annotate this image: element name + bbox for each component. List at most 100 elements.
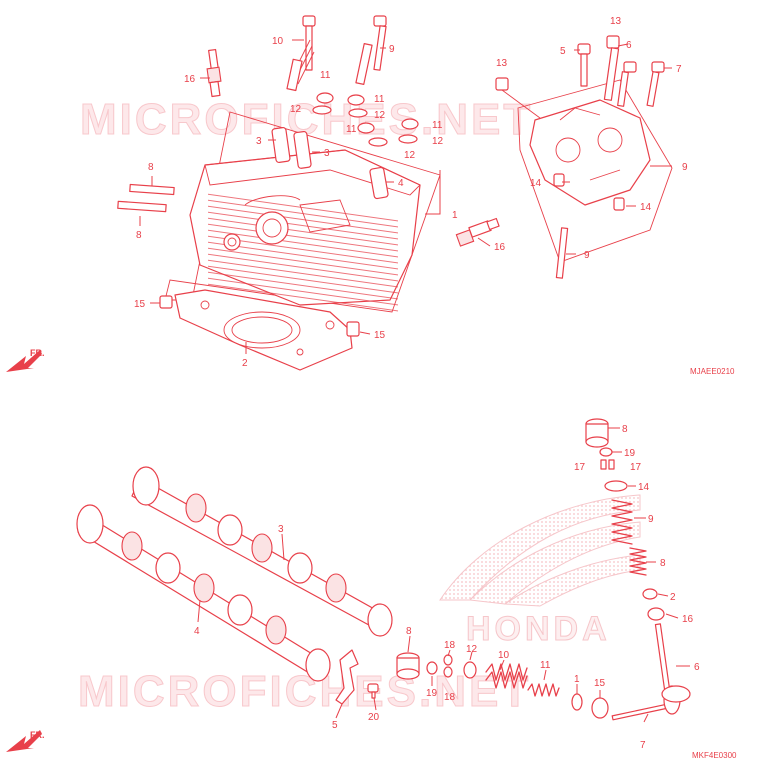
stud-bolt-6 [355, 15, 387, 85]
spark-plug-sleeve [369, 166, 389, 200]
shim-19-upper [599, 447, 613, 457]
retainer-14 [604, 480, 628, 492]
front-direction-arrow-top: FR. [6, 348, 45, 372]
callout-top-15a: 15 [134, 299, 146, 310]
callout-bot-14: 14 [638, 482, 650, 493]
cotters-17-upper [600, 459, 615, 470]
valve-6 [654, 623, 691, 703]
callout-bot-9: 9 [648, 514, 654, 525]
callout-bot-17a: 17 [574, 462, 586, 473]
callout-top-5: 2 [242, 358, 248, 369]
callout-bot-19b: 19 [624, 448, 636, 459]
diagram-code-top: MJAEE0210 [690, 367, 735, 376]
bottom-leader-lines [197, 427, 690, 723]
cotter-18-lower [443, 654, 453, 678]
watermark-top: MICROFICHES.NET [80, 95, 533, 144]
holder-nut-13-left [495, 77, 541, 119]
valve-guide-left [271, 126, 291, 164]
callout-top-11b: 11 [374, 94, 385, 105]
valve-lifter-lower [396, 652, 420, 680]
stud-bolt-10 [286, 15, 316, 92]
callout-top-8a: 8 [148, 162, 154, 173]
stem-seal-16 [647, 607, 665, 621]
bottom-assembly: FR. 3 4 5 20 8 19 18 18 12 10 11 1 15 7 … [6, 418, 737, 760]
holder-bolt-mid [617, 61, 637, 107]
dowel-pin-right [346, 321, 360, 337]
top-callouts: 10 9 16 11 12 11 12 11 12 11 12 3 3 4 1 … [134, 16, 688, 369]
holder-bolt-right [646, 61, 665, 107]
callout-bot-18b: 18 [444, 692, 456, 703]
top-leader-lines [139, 39, 672, 354]
nut-washer-cluster [312, 92, 419, 147]
callout-top-2: 9 [682, 162, 688, 173]
callout-top-11d: 11 [432, 120, 443, 131]
callout-top-7: 9 [584, 250, 590, 261]
callout-top-12a: 12 [290, 104, 302, 115]
spark-plug-top [206, 48, 222, 98]
callout-top-9a: 5 [560, 46, 566, 57]
callout-top-12d: 12 [432, 136, 444, 147]
callout-top-11c: 11 [346, 124, 357, 135]
bolt-20 [367, 683, 379, 699]
callout-bot-2: 2 [670, 592, 676, 603]
holder-dowel-right [613, 197, 625, 211]
cam-holder-frame [517, 79, 673, 263]
dowel-pin-left [159, 295, 173, 309]
callout-top-9c: 7 [676, 64, 682, 75]
retainer-13 [463, 661, 477, 679]
callout-top-3a: 3 [256, 136, 262, 147]
holder-dowel-left [553, 173, 565, 187]
spring-seat-1 [571, 693, 583, 711]
callout-top-12b: 12 [374, 110, 386, 121]
diagram-code-bottom: MKF4E0300 [692, 751, 737, 760]
callout-bot-6: 6 [694, 662, 700, 673]
callout-top-11a: 11 [320, 70, 331, 81]
honda-wing-logo: HONDA [439, 494, 641, 649]
holder-nut-13-right [603, 35, 620, 101]
callout-bot-4: 4 [194, 626, 200, 637]
callout-bot-13: 12 [466, 644, 478, 655]
callout-top-3b: 3 [324, 148, 330, 159]
callout-bot-19a: 19 [426, 688, 438, 699]
holder-bolt-left [577, 43, 591, 87]
callout-top-13a: 13 [496, 58, 508, 69]
valve-lifter-upper [585, 418, 609, 448]
valve-guide-right [293, 130, 312, 169]
callout-bot-1: 1 [574, 674, 580, 685]
front-direction-arrow-bottom: FR. [6, 730, 45, 752]
shim-19-lower [426, 661, 438, 675]
callout-top-14b: 14 [640, 202, 652, 213]
valve-spring-10 [629, 547, 647, 576]
callout-bot-12: 11 [540, 660, 551, 671]
callout-top-9b: 6 [626, 40, 632, 51]
valve-spring-12 [527, 683, 560, 697]
stem-seal-15 [591, 697, 609, 719]
holder-stud [555, 227, 569, 279]
bottom-callouts: 3 4 5 20 8 19 18 18 12 10 11 1 15 7 6 16… [194, 424, 700, 751]
stud-bolt-8-upper [129, 183, 175, 196]
front-label-top: FR. [30, 348, 45, 358]
callout-top-6: 9 [389, 44, 395, 55]
watermark-bottom: MICROFICHES.NET [78, 667, 531, 716]
callout-bot-17b: 17 [630, 462, 642, 473]
callout-top-12c: 12 [404, 150, 416, 161]
camshaft-3 [131, 466, 393, 637]
head-gasket [174, 289, 353, 371]
callout-bot-10: 8 [660, 558, 666, 569]
callout-bot-16: 16 [682, 614, 694, 625]
callout-bot-7: 7 [640, 740, 646, 751]
callout-bot-20: 20 [368, 712, 380, 723]
valve-spring-11 [485, 663, 528, 689]
callout-top-10: 10 [272, 36, 284, 47]
honda-logo-text: HONDA [466, 610, 611, 648]
top-assembly: FR. 10 9 16 11 12 11 12 11 12 11 12 3 3 … [6, 15, 735, 376]
front-label-bottom: FR. [30, 730, 45, 740]
callout-bot-8b: 8 [622, 424, 628, 435]
callout-top-16b: 16 [494, 242, 506, 253]
callout-bot-18a: 18 [444, 640, 456, 651]
callout-top-1: 1 [452, 210, 458, 221]
camshaft-4 [76, 504, 331, 682]
callout-top-4: 4 [398, 178, 404, 189]
callout-top-16a: 16 [184, 74, 196, 85]
